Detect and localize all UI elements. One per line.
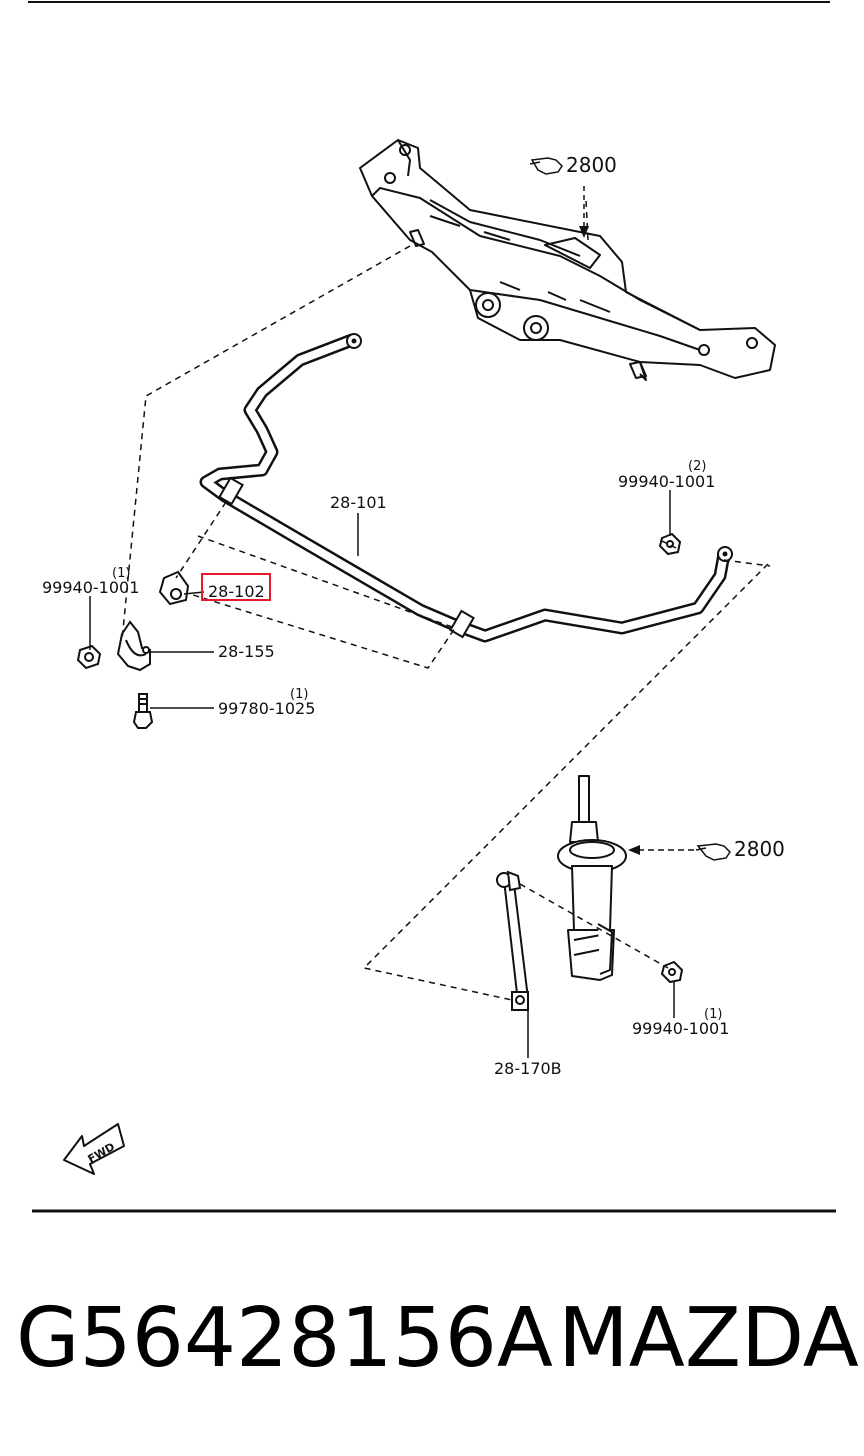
stabilizer-link [496,870,530,1011]
nut-left [76,644,102,670]
label-nut-left-qty: (1) [112,566,130,581]
hand-pointer-icon [695,843,731,861]
fwd-arrow-icon: FWD [63,1123,125,1175]
hand-pointer-icon [529,157,563,175]
leader-lines [89,490,675,1058]
label-stabilizer-bar: 28-101 [330,493,387,512]
arrow-strut [628,845,694,855]
label-nut-left: 99940-1001 [42,578,139,597]
arrow-crossmember [579,186,589,238]
brand-name: MAZDA [558,1291,859,1386]
crossmember [359,139,776,381]
label-bushing: 28-102 [208,582,265,601]
label-link: 28-170B [494,1059,562,1078]
label-bolt: 99780-1025 [218,699,315,718]
label-nut-link: 99940-1001 [632,1019,729,1038]
label-strut-ref: 2800 [734,837,785,861]
label-bracket: 28-155 [218,642,275,661]
part-number: G56428156A [16,1291,554,1386]
nut-right-top [658,532,682,556]
bushing [158,570,190,606]
bracket [116,620,151,672]
label-nut-right-top-qty: (2) [688,459,706,474]
bolt [132,693,154,729]
nut-link [660,960,684,984]
strut [557,775,627,981]
stabilizer-bar [199,333,733,643]
label-nut-link-qty: (1) [704,1007,722,1022]
label-crossmember-ref: 2800 [566,153,617,177]
highlight-box [201,573,271,601]
construction-lines [121,199,771,1001]
label-nut-right-top: 99940-1001 [618,472,715,491]
label-bolt-qty: (1) [290,687,308,702]
